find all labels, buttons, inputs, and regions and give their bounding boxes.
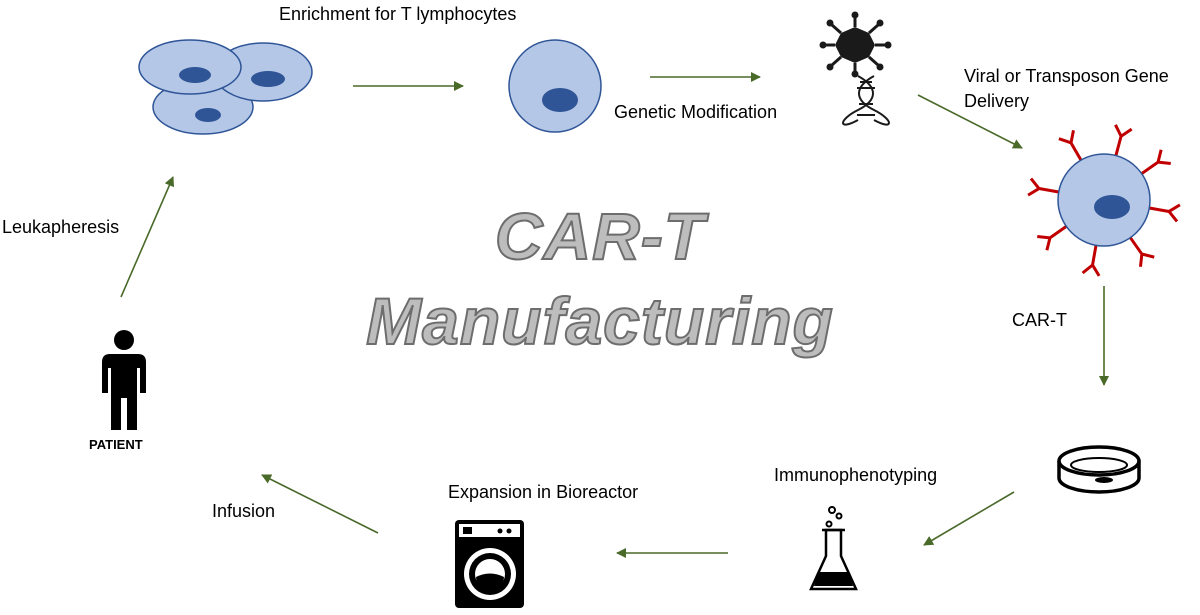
car-receptor-7 xyxy=(1037,225,1068,251)
arrow-infusion xyxy=(261,474,379,534)
label-viral-delivery-line1: Viral or Transposon Gene xyxy=(964,66,1169,86)
arrow-leukapheresis xyxy=(120,176,175,298)
patient-icon xyxy=(102,330,146,430)
label-viral-delivery-line2: Delivery xyxy=(964,91,1030,111)
cell-cluster-icon xyxy=(138,39,313,135)
label-expansion: Expansion in Bioreactor xyxy=(448,482,639,502)
label-leukapheresis: Leukapheresis xyxy=(2,217,120,237)
label-genetic-modification: Genetic Modification xyxy=(614,102,778,122)
virus-icon xyxy=(819,11,892,78)
car-receptor-8 xyxy=(1027,177,1059,197)
arrow-immunophenotyping xyxy=(923,491,1015,546)
label-enrichment: Enrichment for T lymphocytes xyxy=(279,4,517,24)
arrow-gene-delivery xyxy=(917,94,1023,149)
car-receptor-2 xyxy=(1114,124,1133,156)
flow-arrows xyxy=(120,72,1109,558)
dna-icon xyxy=(842,75,890,126)
diagram-title-line2: Manufacturing xyxy=(365,283,834,359)
t-cell-icon xyxy=(508,39,602,133)
car-receptor-6 xyxy=(1081,245,1101,277)
car-t-cell-icon xyxy=(1027,124,1181,277)
petri-dish-icon xyxy=(1057,445,1141,494)
car-receptor-3 xyxy=(1140,149,1171,175)
car-receptor-5 xyxy=(1129,236,1155,267)
label-patient: PATIENT xyxy=(89,437,143,452)
label-car-t: CAR-T xyxy=(1012,310,1067,330)
car-receptor-1 xyxy=(1058,130,1083,161)
flask-icon xyxy=(809,506,858,591)
car-receptor-4 xyxy=(1149,203,1181,223)
label-infusion: Infusion xyxy=(212,501,276,521)
bioreactor-icon xyxy=(455,520,524,608)
diagram-title-line1: CAR-T xyxy=(494,198,706,274)
label-immunophenotyping: Immunophenotyping xyxy=(774,465,938,485)
